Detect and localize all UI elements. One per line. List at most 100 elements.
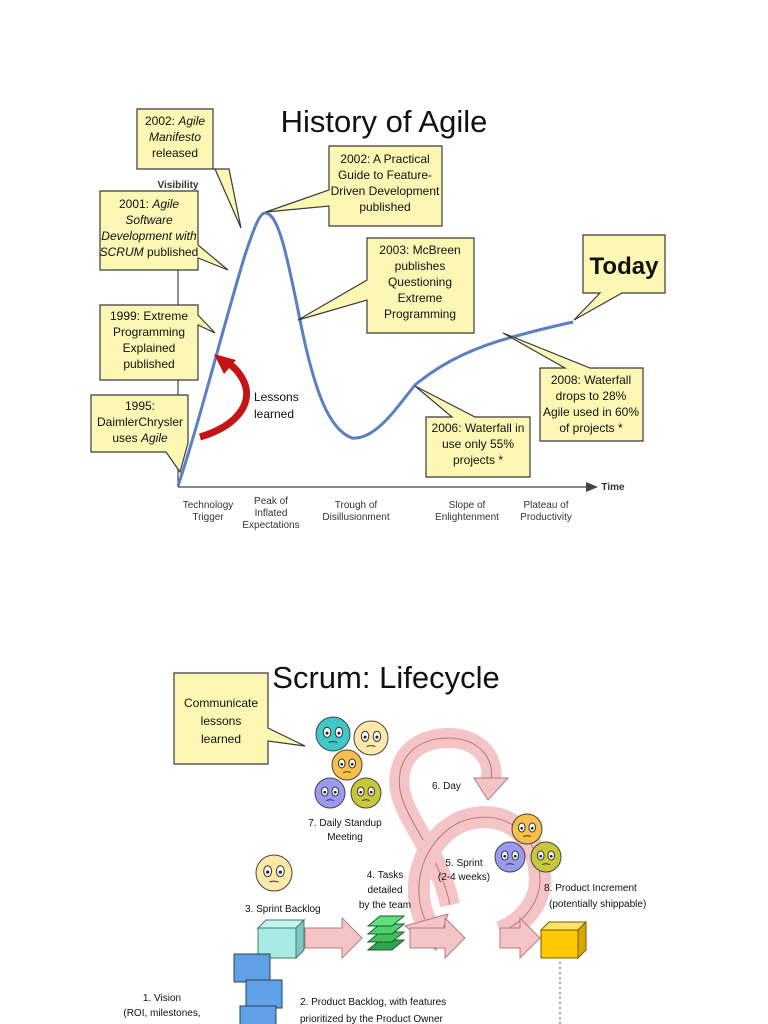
x-axis-label: Time <box>601 482 625 493</box>
daily-loop-arrow-icon <box>473 777 510 801</box>
product-backlog-stack-icon <box>233 953 283 1024</box>
face-3-icon <box>314 777 346 809</box>
phase-label-2-1: Disillusionment <box>322 512 389 523</box>
face-8-icon <box>530 841 562 873</box>
callout-5-line-1: publishes <box>395 259 446 273</box>
callout-0-line-0: 2002: Agile <box>145 114 205 128</box>
callout-1-line-0: 2001: Agile <box>119 197 179 211</box>
flow-arrow-1-icon <box>304 916 363 960</box>
phase-label-1-1: Inflated <box>255 508 288 519</box>
lessons-arrow-head-icon <box>214 354 236 374</box>
callout-5-line-4: Programming <box>384 307 456 321</box>
face-2-icon <box>331 749 363 781</box>
sprint-loop-outline <box>418 816 541 933</box>
callout-1-line-2: Development with <box>101 229 197 243</box>
increment-sublabel: (potentially shippable) <box>549 899 646 910</box>
hype-curve <box>176 211 574 487</box>
callout-6-line-2: projects * <box>453 453 503 467</box>
vision-label-1: 1. Vision <box>143 993 181 1004</box>
callout-0-line-2: released <box>152 146 198 160</box>
tasks-label-3: by the team <box>359 900 411 911</box>
callout-3-line-0: 1995: <box>125 399 155 413</box>
callout-2-line-2: Explained <box>123 341 176 355</box>
callout-5-line-0: 2003: McBreen <box>379 243 460 257</box>
face-7-icon <box>494 841 526 873</box>
phase-label-1-2: Expectations <box>242 520 299 531</box>
today-callout: Today <box>573 234 666 321</box>
callout-1-line-1: Software <box>125 213 173 227</box>
callout-7-line-0: 2008: Waterfall <box>551 373 631 387</box>
flow-arrow-2-icon <box>409 916 466 960</box>
communicate-line-3: learned <box>201 732 241 746</box>
callout-5-line-3: Extreme <box>398 291 443 305</box>
y-axis-label: Visibility <box>158 180 199 191</box>
face-0-icon <box>315 716 351 752</box>
phase-label-0-0: Technology <box>183 500 234 511</box>
tasks-label-1: 4. Tasks <box>367 870 404 881</box>
tasks-label-2: detailed <box>367 885 402 896</box>
callout-2-line-0: 1999: Extreme <box>110 309 188 323</box>
callout-6-line-1: use only 55% <box>442 437 514 451</box>
phase-label-0-1: Trigger <box>192 512 224 523</box>
standup-label-2: Meeting <box>327 832 363 843</box>
callout-1-line-3: SCRUM published <box>100 245 199 259</box>
face-4-icon <box>350 777 382 809</box>
callout-2006-waterfall: 2006: Waterfall in use only 55% projects * <box>414 385 531 478</box>
sprint-label-2: (2-4 weeks) <box>438 872 490 883</box>
phase-label-3-0: Slope of <box>449 500 486 511</box>
product-backlog-label-2: prioritized by the Product Owner <box>300 1014 444 1024</box>
callout-7-line-3: of projects * <box>559 421 623 435</box>
day-label: 6. Day <box>432 781 461 792</box>
callout-5-line-2: Questioning <box>388 275 452 289</box>
callout-4-line-0: 2002: A Practical <box>340 152 429 166</box>
sprint-backlog-box-icon <box>256 918 306 960</box>
callout-4-line-2: Driven Development <box>331 184 440 198</box>
product-backlog-label-1: 2. Product Backlog, with features <box>300 997 446 1008</box>
callout-4-line-3: published <box>359 200 410 214</box>
callout-6-line-0: 2006: Waterfall in <box>432 421 525 435</box>
lessons-label-2: learned <box>254 407 294 421</box>
callout-3-line-2: uses Agile <box>112 431 168 445</box>
today-label: Today <box>590 253 660 280</box>
face-5-icon <box>255 854 293 892</box>
history-title: History of Agile <box>281 104 488 139</box>
phase-label-1-0: Peak of <box>254 496 288 507</box>
face-1-icon <box>353 720 389 756</box>
communicate-callout: Communicate lessons learned <box>173 672 306 765</box>
communicate-line-1: Communicate <box>184 696 258 710</box>
increment-label: 8. Product Increment <box>544 883 637 894</box>
callout-7-line-2: Agile used in 60% <box>543 405 639 419</box>
phase-label-2-0: Trough of <box>335 500 378 511</box>
product-increment-box-icon <box>539 920 588 960</box>
scrum-title: Scrum: Lifecycle <box>272 660 499 695</box>
standup-label-1: 7. Daily Standup <box>308 818 382 829</box>
phase-label-4-0: Plateau of <box>523 500 568 511</box>
callout-2003-mcbreen: 2003: McBreen publishesQuestioningExtreme… <box>297 237 475 334</box>
x-axis-arrow-icon <box>586 482 598 492</box>
tasks-stack-icon <box>366 915 406 951</box>
phase-label-3-1: Enlightenment <box>435 512 499 523</box>
team-faces <box>255 716 562 892</box>
callout-2008-waterfall: 2008: Waterfall drops to 28% Agile used in… <box>502 332 644 442</box>
callout-2-line-3: published <box>123 357 174 371</box>
callout-7-line-1: drops to 28% <box>556 389 627 403</box>
callout-1995-daimler: 1995: DaimlerChrysler uses Agile <box>90 394 189 474</box>
lessons-label-1: Lessons <box>254 390 299 404</box>
communicate-line-2: lessons <box>201 714 242 728</box>
callout-0-line-1: Manifesto <box>149 130 201 144</box>
sprint-label-1: 5. Sprint <box>445 858 482 869</box>
flow-arrow-3-icon <box>499 916 541 960</box>
face-6-icon <box>511 813 543 845</box>
callout-3-line-1: DaimlerChrysler <box>97 415 183 429</box>
callout-4-line-1: Guide to Feature- <box>338 168 432 182</box>
vision-label-2: (ROI, milestones, <box>123 1008 200 1019</box>
callout-2-line-1: Programming <box>113 325 185 339</box>
sprint-backlog-label: 3. Sprint Backlog <box>245 904 321 915</box>
phase-label-4-1: Productivity <box>520 512 572 523</box>
